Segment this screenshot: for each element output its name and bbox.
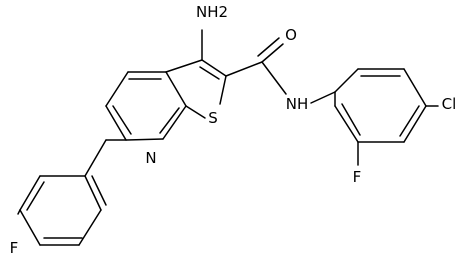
pyridine-nitrogen-label: N (145, 149, 156, 167)
para-fluoro-label: F (10, 239, 19, 257)
aryl-fluoro-label: F (353, 168, 362, 186)
bond-lines (17, 29, 439, 246)
amide-nitrogen-label: NH (286, 95, 309, 113)
amino-group-label: NH2 (196, 3, 228, 21)
carbonyl-oxygen-label: O (285, 26, 297, 44)
thiophene-sulfur-label: S (208, 109, 218, 127)
chloro-label: Cl (442, 95, 457, 113)
